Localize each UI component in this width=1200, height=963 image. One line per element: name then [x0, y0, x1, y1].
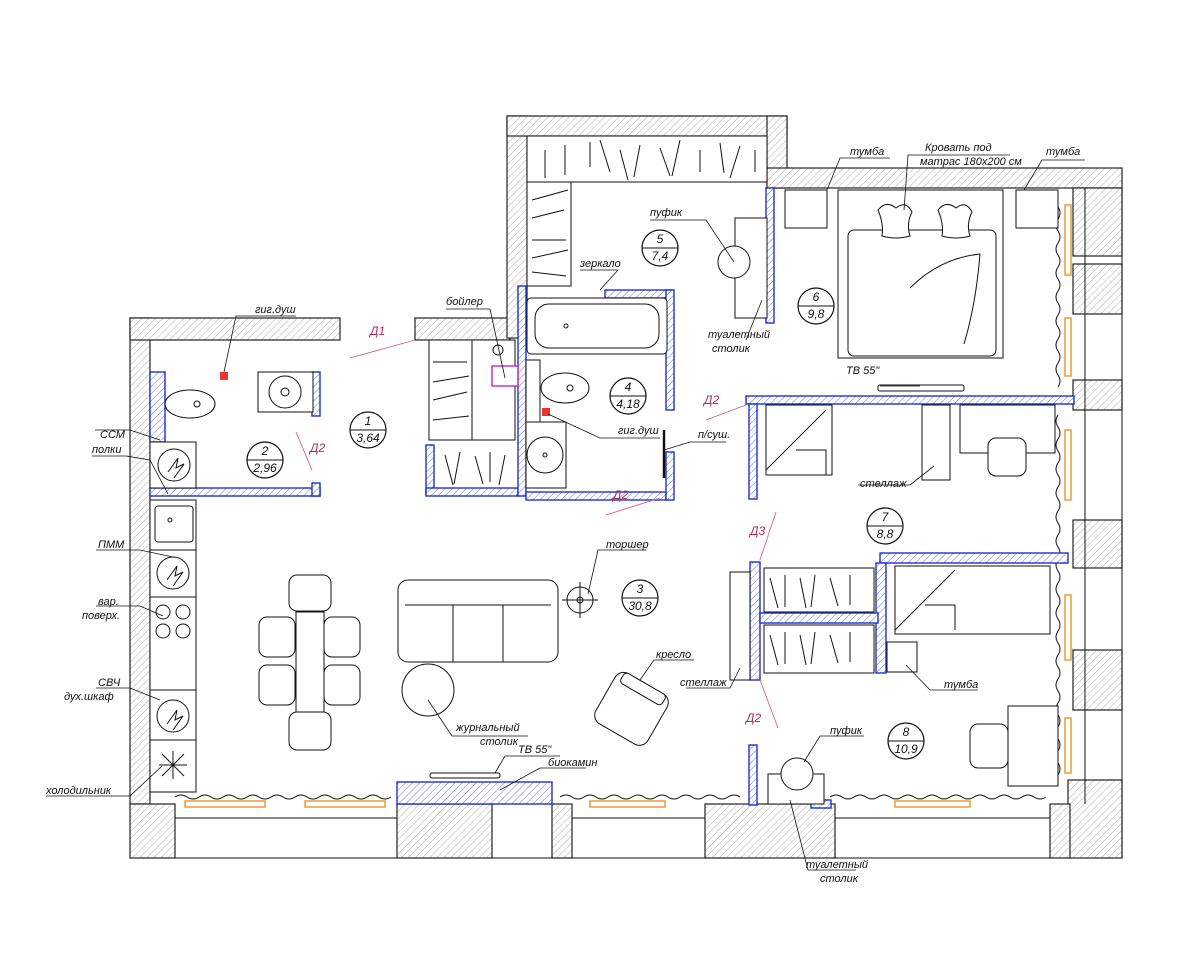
door-tag-d2: Д2: [308, 441, 325, 455]
door-tag-d3: Д3: [748, 524, 765, 538]
door-tag-d2: Д2: [744, 711, 761, 725]
label-kreslo: кресло: [656, 649, 691, 661]
label-stellazh: стеллаж: [860, 478, 907, 490]
label-ssm: ССМ: [100, 429, 126, 441]
room-area: 8,8: [877, 527, 894, 541]
door-lines: [295, 339, 779, 729]
label-tv55: ТВ 55": [518, 744, 552, 756]
room-area: 3,64: [356, 431, 380, 445]
room-8: [729, 565, 1059, 805]
room-number: 7: [882, 510, 890, 524]
label-pufik: пуфик: [830, 725, 863, 737]
room-area: 10,9: [894, 742, 918, 756]
label-pufik: пуфик: [650, 207, 683, 219]
label-duh-shkaf: дух.шкаф: [64, 691, 114, 703]
bedroom: [784, 189, 1059, 392]
dining-area: [258, 574, 361, 751]
room-marker-8: 8 10,9: [887, 722, 925, 760]
wardrobe-room: [526, 135, 768, 319]
radiators: [184, 204, 1072, 808]
room-7: [765, 404, 1056, 481]
label-torsher: торшер: [606, 539, 649, 551]
room-marker-7: 7 8,8: [866, 507, 904, 545]
door-tag-d1: Д1: [368, 324, 385, 338]
label-stellazh: стеллаж: [680, 677, 727, 689]
label-tumba: тумба: [850, 146, 884, 158]
label-tualetny: туалетный: [708, 329, 770, 341]
room-marker-5: 5 7,4: [641, 229, 679, 267]
room-number: 1: [365, 414, 372, 428]
label-holodilnik: холодильник: [45, 785, 112, 797]
room-marker-6: 6 9,8: [797, 287, 835, 325]
label-stolik: столик: [712, 343, 751, 355]
room-marker-3: 3 30,8: [621, 579, 659, 617]
door-tag-d2: Д2: [611, 488, 628, 502]
label-bed-line1: Кровать под: [925, 142, 992, 154]
label-tv55: ТВ 55": [846, 365, 880, 377]
label-tumba: тумба: [944, 679, 978, 691]
room-number: 8: [903, 725, 910, 739]
label-pmm: ПММ: [98, 539, 125, 551]
room-area: 9,8: [808, 307, 825, 321]
room-marker-4: 4 4,18: [609, 377, 647, 415]
room-number: 3: [637, 582, 644, 596]
label-stolik: столик: [820, 873, 859, 885]
label-zhurnalny: журнальный: [455, 722, 520, 734]
label-var: вар.: [98, 596, 119, 608]
room-number: 4: [625, 380, 632, 394]
label-gig-dush: гиг.душ: [618, 425, 659, 437]
room-number: 6: [813, 290, 820, 304]
label-poverh: поверх.: [82, 610, 120, 622]
kitchen: [149, 499, 197, 793]
room-area: 4,18: [616, 397, 640, 411]
room-area: 7,4: [652, 249, 669, 263]
room-marker-2: 2 2,96: [246, 441, 284, 479]
utility-closet: [428, 339, 519, 486]
wc-room: [149, 371, 314, 489]
room-marker-1: 1 3,64: [349, 411, 387, 449]
door-tag-d2: Д2: [702, 393, 719, 407]
room-number: 2: [261, 444, 269, 458]
label-boiler: бойлер: [446, 296, 483, 308]
label-p-sush: п/суш.: [698, 429, 730, 441]
label-zerkalo: зеркало: [579, 258, 621, 270]
label-gig-dush: гиг.душ: [255, 304, 296, 316]
label-bed-line2: матрас 180х200 см: [920, 156, 1022, 168]
label-stolik: столик: [480, 736, 519, 748]
leader-lines: [46, 154, 1085, 871]
room-area: 30,8: [628, 599, 652, 613]
label-svch: СВЧ: [98, 677, 121, 689]
living-area: [397, 579, 669, 779]
label-tualetny: туалетный: [806, 859, 868, 871]
label-polki: полки: [92, 444, 121, 456]
label-tumba: тумба: [1046, 146, 1080, 158]
bathroom: [525, 297, 668, 489]
room-number: 5: [657, 232, 664, 246]
room-area: 2,96: [252, 461, 277, 475]
partitions: [149, 187, 1075, 809]
outer-walls: [129, 115, 1123, 859]
label-biokamin: биокамин: [548, 757, 597, 769]
